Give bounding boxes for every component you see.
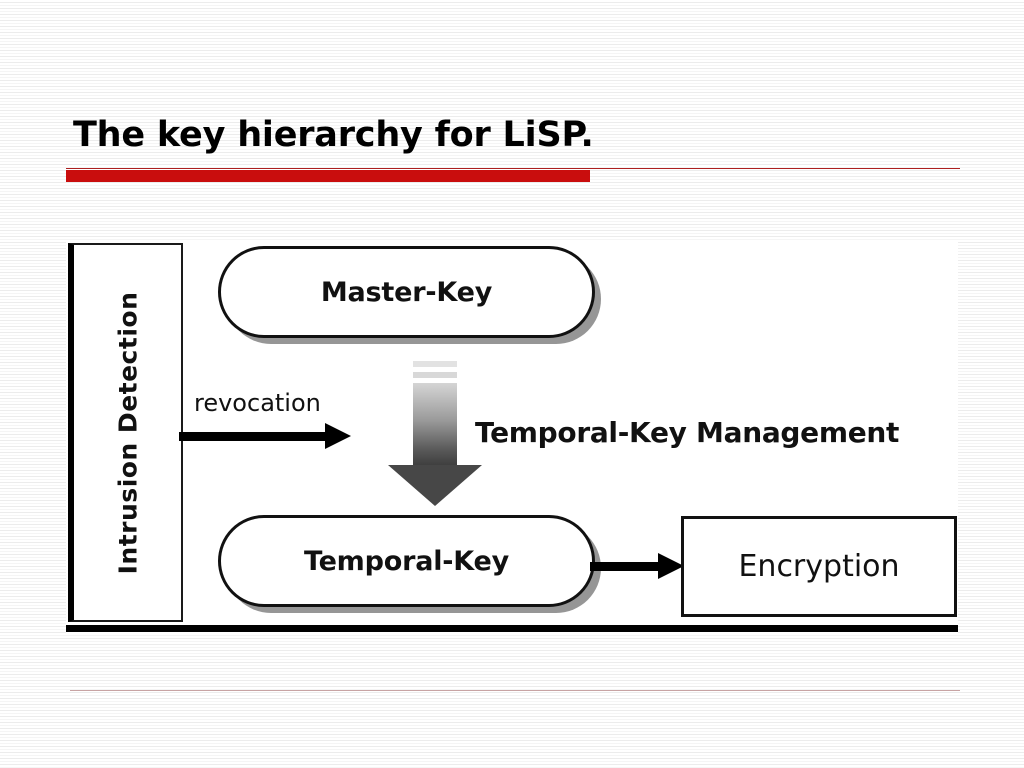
intrusion-detection-panel: Intrusion Detection bbox=[68, 243, 183, 622]
arrow-tick-upper bbox=[413, 361, 457, 367]
title-accent-rule-thick bbox=[66, 170, 590, 182]
intrusion-detection-label: Intrusion Detection bbox=[113, 291, 142, 574]
key-hierarchy-diagram: Intrusion Detection Master-Key revocatio… bbox=[66, 240, 958, 634]
temporal-key-label: Temporal-Key bbox=[303, 545, 510, 577]
title-block: The key hierarchy for LiSP. bbox=[66, 112, 966, 187]
master-key-label: Master-Key bbox=[320, 276, 493, 308]
encryption-node: Encryption bbox=[681, 516, 957, 617]
arrow-tick-lower bbox=[413, 372, 457, 378]
arrow-shaft bbox=[590, 562, 660, 571]
temporal-key-management-caption: Temporal-Key Management bbox=[475, 416, 900, 449]
title-accent-rule-thin bbox=[66, 168, 960, 169]
master-key-node: Master-Key bbox=[218, 246, 595, 338]
arrow-head bbox=[325, 423, 351, 449]
footer-rule bbox=[70, 690, 960, 691]
arrow-head bbox=[658, 553, 684, 579]
arrow-shaft bbox=[179, 432, 327, 441]
page-title: The key hierarchy for LiSP. bbox=[73, 115, 594, 155]
arrow-head bbox=[388, 465, 482, 506]
revocation-edge-label: revocation bbox=[194, 389, 321, 417]
temporal-key-node: Temporal-Key bbox=[218, 515, 595, 607]
diagram-baseline bbox=[66, 625, 958, 632]
arrow-shaft bbox=[413, 383, 457, 466]
encryption-label: Encryption bbox=[738, 549, 900, 584]
key-refresh-down-arrow-icon bbox=[388, 361, 482, 506]
